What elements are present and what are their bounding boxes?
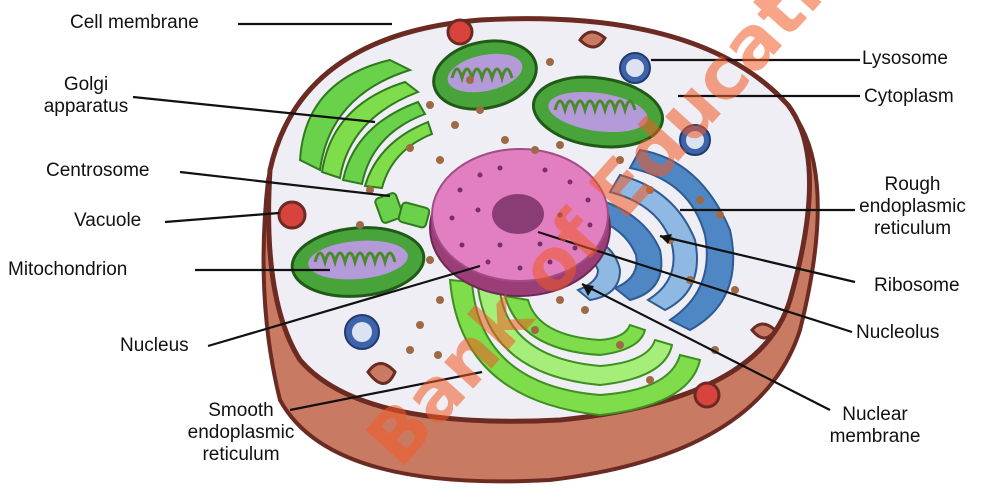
label-vacuole: Vacuole bbox=[74, 210, 141, 232]
label-nucleolus: Nucleolus bbox=[856, 322, 939, 344]
label-lysosome: Lysosome bbox=[862, 48, 948, 70]
leader-vacuole bbox=[165, 213, 279, 222]
label-ribosome: Ribosome bbox=[874, 275, 960, 297]
label-centrosome: Centrosome bbox=[46, 160, 150, 182]
label-cytoplasm: Cytoplasm bbox=[864, 86, 954, 108]
membrane-pinch-top bbox=[580, 32, 605, 47]
label-nucleus: Nucleus bbox=[120, 335, 189, 357]
label-cell-membrane: Cell membrane bbox=[70, 12, 199, 34]
label-mitochondrion: Mitochondrion bbox=[8, 259, 127, 281]
